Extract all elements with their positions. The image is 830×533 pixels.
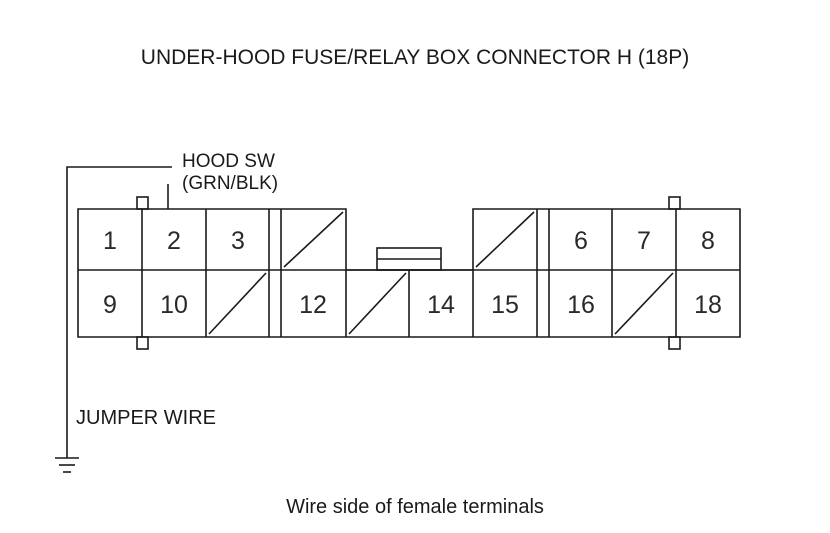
- connector-outline: [77, 208, 741, 338]
- terminal-14: 14: [427, 291, 455, 319]
- terminal-6: 6: [574, 227, 588, 255]
- empty-cavity-4: [283, 211, 344, 268]
- terminal-15: 15: [491, 291, 519, 319]
- terminal-9: 9: [103, 291, 117, 319]
- terminal-10: 10: [160, 291, 188, 319]
- terminal-16: 16: [567, 291, 595, 319]
- diagram-caption: Wire side of female terminals: [286, 496, 544, 518]
- empty-cavity-13: [348, 272, 407, 335]
- hood-switch-wire-color: (GRN/BLK): [182, 173, 279, 194]
- terminal-3: 3: [231, 227, 245, 255]
- empty-cavity-11: [208, 272, 267, 335]
- terminal-7: 7: [637, 227, 651, 255]
- terminal-2: 2: [167, 227, 181, 255]
- alignment-pin: [668, 196, 681, 210]
- alignment-pin: [136, 336, 149, 350]
- hood-switch-name: HOOD SW: [182, 151, 275, 172]
- empty-cavity-17: [614, 272, 674, 335]
- jumper-wire: [66, 166, 172, 458]
- terminal-8: 8: [701, 227, 715, 255]
- terminal-18: 18: [694, 291, 722, 319]
- alignment-pin: [668, 336, 681, 350]
- alignment-pin: [136, 196, 149, 210]
- hood-switch-label: HOOD SW (GRN/BLK): [182, 151, 278, 195]
- jumper-wire-label: JUMPER WIRE: [76, 407, 216, 429]
- ground-icon: [55, 457, 79, 473]
- terminal-1: 1: [103, 227, 117, 255]
- empty-cavity-5: [475, 211, 535, 268]
- terminal-12: 12: [299, 291, 327, 319]
- diagram-title: UNDER-HOOD FUSE/RELAY BOX CONNECTOR H (1…: [140, 46, 690, 69]
